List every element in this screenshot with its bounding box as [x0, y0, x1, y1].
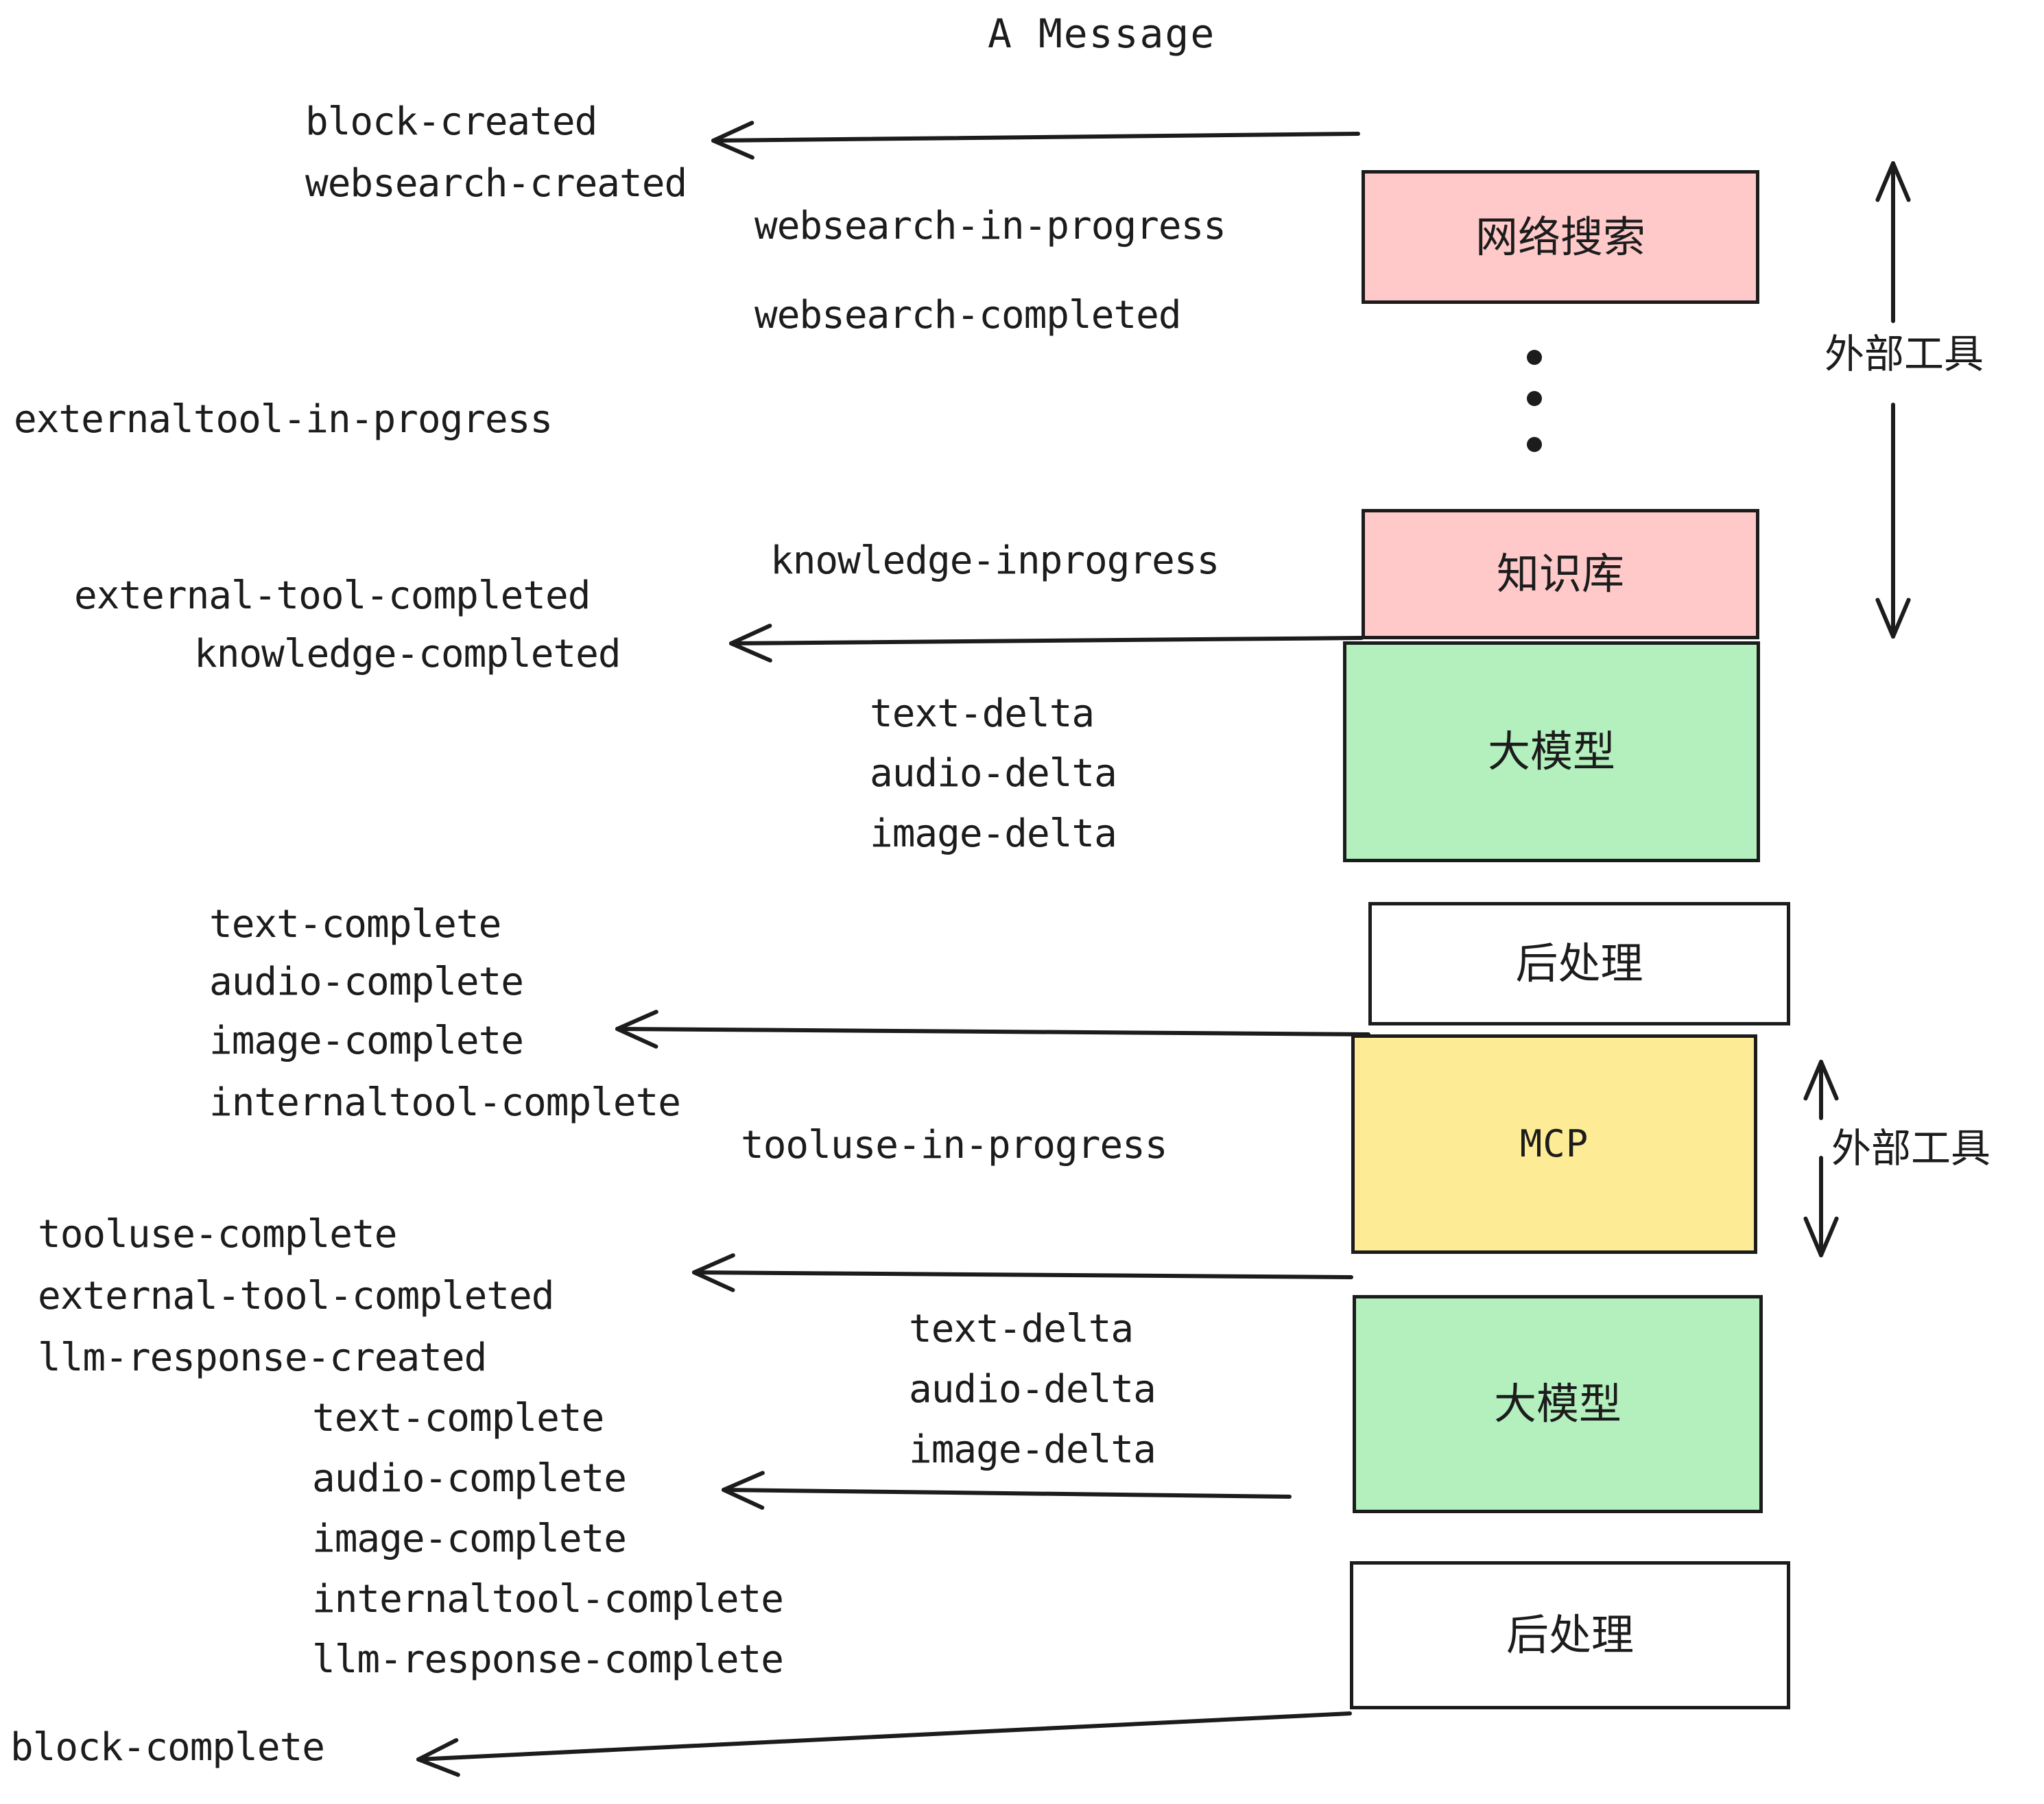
arrow-postprocess1-to-left	[615, 1010, 1370, 1049]
external-tools-arrow-top-down-head	[1875, 597, 1911, 639]
event-label-image-delta-1: image-delta	[870, 811, 1117, 856]
node-label-llm-1: 大模型	[1487, 726, 1615, 776]
arrow-knowledge-to-left-head	[729, 624, 772, 663]
event-label-llm-response-created: llm-response-created	[38, 1336, 487, 1380]
node-box-knowledge: 知识库	[1362, 509, 1759, 639]
ellipsis-dot-2	[1527, 437, 1542, 452]
event-label-websearch-in-progress: websearch-in-progress	[754, 204, 1226, 248]
side-label-external-tools-top: 外部工具	[1825, 331, 1984, 377]
event-label-internaltool-complete-1: internaltool-complete	[209, 1080, 681, 1125]
event-label-tooluse-complete: tooluse-complete	[38, 1212, 397, 1257]
event-label-text-complete-1: text-complete	[209, 902, 501, 947]
node-label-postprocess-1: 后处理	[1515, 938, 1643, 988]
event-label-websearch-created: websearch-created	[305, 161, 687, 206]
node-box-llm-1: 大模型	[1343, 641, 1760, 862]
arrow-websearch-to-block	[711, 121, 1360, 160]
arrow-mcp-to-left	[692, 1253, 1353, 1292]
event-label-audio-complete-2: audio-complete	[312, 1456, 627, 1501]
event-label-text-complete-2: text-complete	[312, 1396, 604, 1440]
event-label-knowledge-completed: knowledge-completed	[194, 632, 621, 676]
node-label-llm-2: 大模型	[1493, 1379, 1621, 1429]
node-label-mcp: MCP	[1519, 1122, 1589, 1165]
event-label-external-tool-completed-2: external-tool-completed	[38, 1274, 554, 1318]
node-box-postprocess-1: 后处理	[1368, 902, 1790, 1025]
node-box-postprocess-2: 后处理	[1350, 1561, 1790, 1709]
event-label-image-complete-2: image-complete	[312, 1517, 627, 1561]
node-box-mcp: MCP	[1351, 1034, 1757, 1254]
event-label-knowledge-inprogress: knowledge-inprogress	[770, 538, 1220, 583]
event-label-text-delta-2: text-delta	[909, 1307, 1134, 1351]
event-label-externaltool-in-progress: externaltool-in-progress	[14, 397, 553, 442]
arrow-postprocess2-to-block-head	[416, 1737, 460, 1777]
arrow-llm2-to-left-head	[722, 1471, 765, 1510]
event-label-image-complete-1: image-complete	[209, 1019, 524, 1063]
arrow-knowledge-to-left	[729, 624, 1364, 663]
node-label-knowledge: 知识库	[1496, 549, 1624, 599]
event-label-audio-complete-1: audio-complete	[209, 960, 524, 1004]
event-label-audio-delta-2: audio-delta	[909, 1367, 1156, 1412]
node-label-websearch: 网络搜索	[1475, 211, 1645, 262]
external-tools-arrow-bottom-up-head	[1803, 1060, 1839, 1101]
node-box-llm-2: 大模型	[1353, 1295, 1763, 1513]
event-label-websearch-completed: websearch-completed	[754, 293, 1182, 337]
external-tools-arrow-top-up-head	[1875, 161, 1911, 202]
event-label-tooluse-in-progress: tooluse-in-progress	[741, 1123, 1168, 1167]
arrow-websearch-to-block-head	[711, 121, 754, 160]
node-label-postprocess-2: 后处理	[1506, 1610, 1634, 1660]
diagram-title: A Message	[988, 10, 1216, 57]
event-label-block-created: block-created	[305, 99, 597, 144]
ellipsis-dot-1	[1527, 391, 1542, 406]
event-label-block-complete: block-complete	[10, 1725, 325, 1770]
event-label-text-delta-1: text-delta	[870, 691, 1095, 736]
external-tools-arrow-top	[1875, 161, 1911, 639]
event-label-image-delta-2: image-delta	[909, 1427, 1156, 1472]
external-tools-arrow-bottom-down-head	[1803, 1216, 1839, 1257]
arrow-mcp-to-left-head	[692, 1253, 735, 1292]
event-label-external-tool-completed-1: external-tool-completed	[74, 573, 591, 618]
arrow-llm2-to-left	[722, 1471, 1292, 1510]
event-label-llm-response-complete: llm-response-complete	[312, 1637, 784, 1682]
arrow-postprocess1-to-left-head	[615, 1010, 658, 1049]
event-label-audio-delta-1: audio-delta	[870, 751, 1117, 796]
arrow-postprocess2-to-block	[416, 1711, 1352, 1777]
node-box-websearch: 网络搜索	[1362, 170, 1759, 304]
side-label-external-tools-bottom: 外部工具	[1831, 1125, 1991, 1172]
ellipsis-dot-0	[1527, 350, 1542, 365]
event-label-internaltool-complete-2: internaltool-complete	[312, 1577, 784, 1622]
